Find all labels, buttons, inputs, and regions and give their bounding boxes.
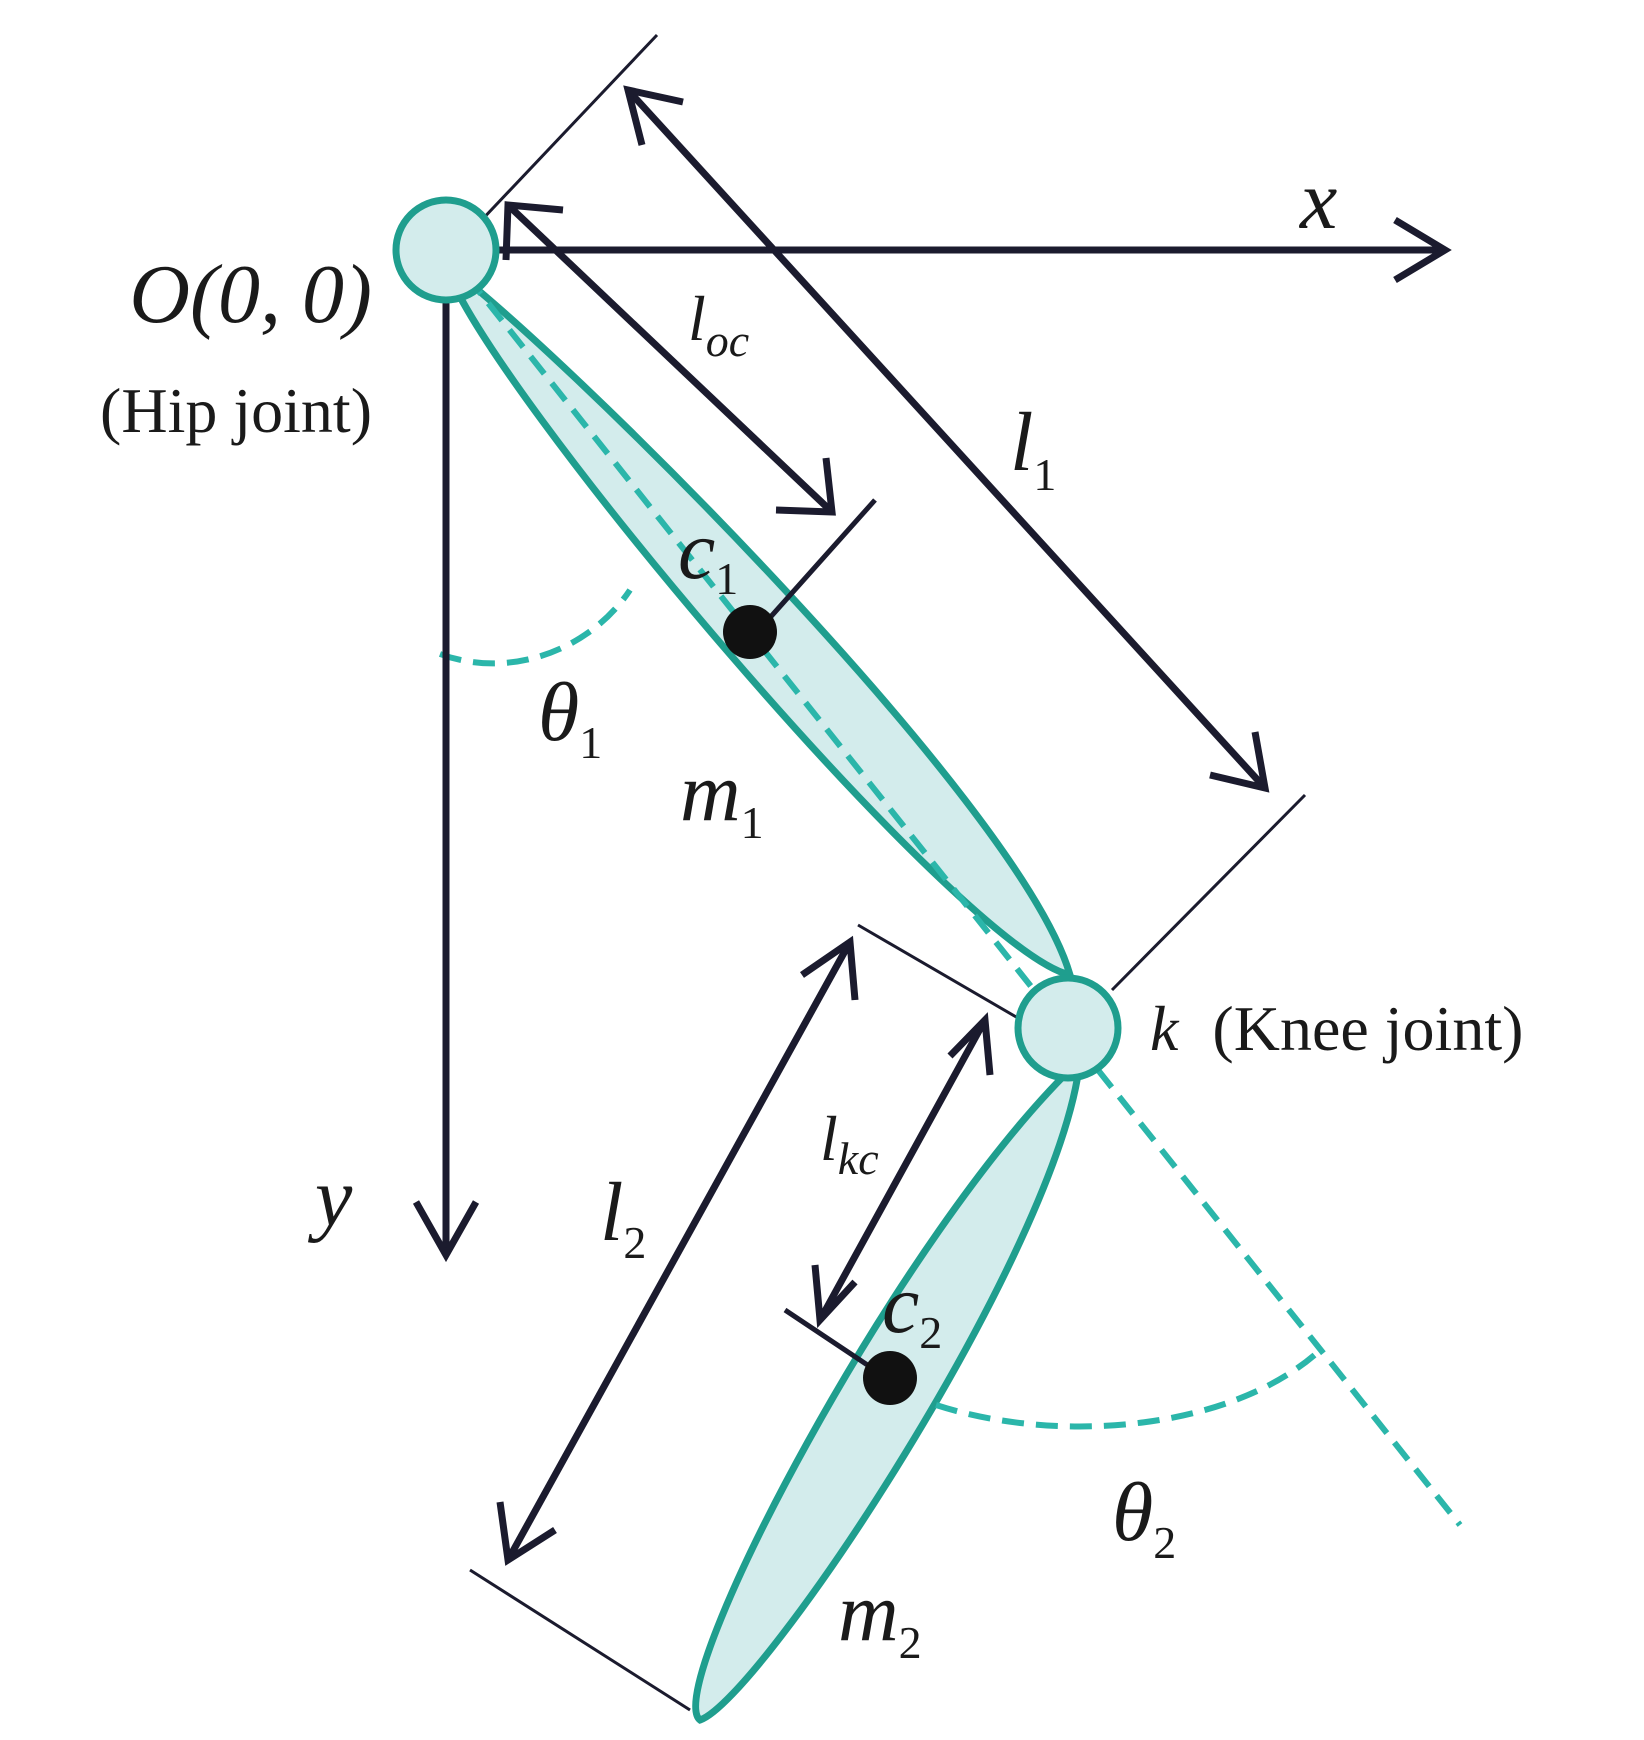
l2-arrowhead-top xyxy=(800,935,859,1001)
com2-dot xyxy=(863,1351,917,1405)
lkc-arrowhead-top xyxy=(947,1012,994,1076)
l2-bottom-extension xyxy=(469,1568,691,1712)
hip-caption: (Hip joint) xyxy=(100,375,372,446)
y-axis-arrowhead xyxy=(412,1200,480,1263)
m1-label: m1 xyxy=(680,746,764,848)
l1-bottom-extension xyxy=(1110,793,1307,992)
loc-arrowhead-top xyxy=(502,201,564,261)
hip-label: O(0, 0) xyxy=(129,248,372,341)
l1-base: l xyxy=(1010,396,1033,489)
c1-base: c xyxy=(678,504,715,597)
m2-base: m xyxy=(838,1566,899,1659)
x-axis-label: x xyxy=(1298,154,1337,247)
hip-joint xyxy=(392,196,500,304)
l2-label: l2 xyxy=(600,1166,646,1268)
l2-base: l xyxy=(600,1166,623,1259)
c2-base: c xyxy=(882,1258,919,1351)
theta1-label: θ1 xyxy=(538,666,602,768)
theta2-sub: 2 xyxy=(1153,1517,1176,1568)
c2-label: c2 xyxy=(882,1258,942,1358)
y-axis-label: y xyxy=(307,1151,353,1244)
m1-base: m xyxy=(680,746,741,839)
knee-caption: (Knee joint) xyxy=(1212,993,1523,1064)
lkc-arrowhead-bottom xyxy=(811,1264,858,1329)
l2-arrow xyxy=(504,940,854,1562)
com1-dot xyxy=(723,605,777,659)
m2-label: m2 xyxy=(838,1566,922,1668)
loc-base: l xyxy=(688,283,706,354)
l1-arrow xyxy=(625,87,1268,791)
theta1-base: θ xyxy=(538,666,579,759)
loc-arrow xyxy=(505,202,835,515)
lkc-arrow xyxy=(816,1018,989,1322)
m2-sub: 2 xyxy=(899,1617,922,1668)
knee-symbol: k xyxy=(1150,993,1180,1064)
theta2-arc xyxy=(935,1349,1320,1430)
x-axis-arrowhead xyxy=(1393,216,1452,284)
loc-label: loc xyxy=(688,283,749,366)
l1-arrowhead-top xyxy=(623,85,684,146)
knee-joint xyxy=(1014,974,1122,1082)
l1-arrowhead-bottom xyxy=(1209,731,1270,793)
theta1-sub: 1 xyxy=(579,717,602,768)
l2-arrowhead-bottom xyxy=(496,1501,557,1566)
theta2-label: θ2 xyxy=(1112,1466,1176,1568)
loc-sub: oc xyxy=(706,315,749,366)
c1-label: c1 xyxy=(678,504,738,604)
knee-label: k (Knee joint) xyxy=(1150,993,1523,1064)
c2-sub: 2 xyxy=(919,1307,942,1358)
hip-label-text: O(0, 0) xyxy=(129,248,372,341)
lkc-label: lkc xyxy=(820,1103,879,1184)
theta1-arc xyxy=(438,588,633,667)
loc-arrowhead-bottom xyxy=(775,457,836,516)
lkc-sub: kc xyxy=(838,1133,879,1184)
knee-extension-line xyxy=(857,923,1031,1027)
l1-sub: 1 xyxy=(1033,449,1056,500)
c1-sub: 1 xyxy=(715,553,738,604)
l1-top-extension xyxy=(475,33,659,227)
l1-label: l1 xyxy=(1010,396,1056,500)
theta2-base: θ xyxy=(1112,1466,1153,1559)
thigh-extension-line xyxy=(1095,1068,1463,1527)
lkc-base: l xyxy=(820,1103,838,1174)
m1-sub: 1 xyxy=(741,797,764,848)
l2-sub: 2 xyxy=(623,1217,646,1268)
